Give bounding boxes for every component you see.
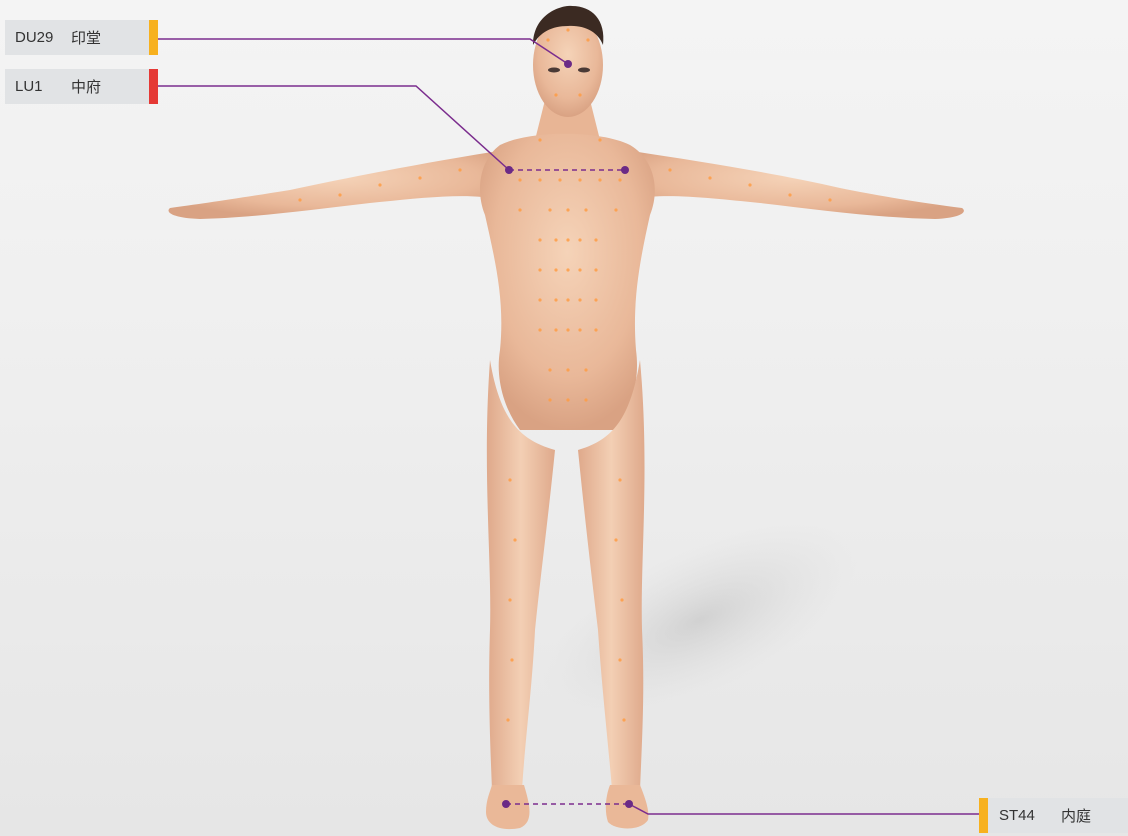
leader-line-lu1 [158, 86, 509, 170]
acupoint-label-du29[interactable]: DU29 印堂 [5, 20, 158, 55]
left-eye [548, 68, 560, 73]
torso [480, 134, 655, 430]
leader-line-st44 [629, 804, 979, 814]
left-arm [169, 150, 505, 219]
acupoint-code: DU29 [5, 29, 71, 46]
acupoint-name: 印堂 [71, 27, 101, 48]
right-arm [625, 150, 964, 219]
leader-line-du29 [158, 39, 568, 64]
acupoint-name: 中府 [71, 76, 101, 97]
acupoint-label-st44[interactable]: ST44 内庭 [979, 798, 1128, 833]
acupoint-code: LU1 [5, 78, 71, 95]
meridian-color-bar [149, 69, 158, 104]
marker-st44-left [502, 800, 510, 808]
acupoint-code: ST44 [979, 807, 1061, 824]
meridian-color-bar [979, 798, 988, 833]
marker-lu1-right [621, 166, 629, 174]
marker-lu1-left [505, 166, 513, 174]
acupoint-name: 内庭 [1061, 805, 1091, 826]
right-eye [578, 68, 590, 73]
acupoint-label-lu1[interactable]: LU1 中府 [5, 69, 158, 104]
marker-st44-right [625, 800, 633, 808]
floor-shadow [516, 485, 883, 756]
marker-du29 [564, 60, 572, 68]
meridian-color-bar [149, 20, 158, 55]
